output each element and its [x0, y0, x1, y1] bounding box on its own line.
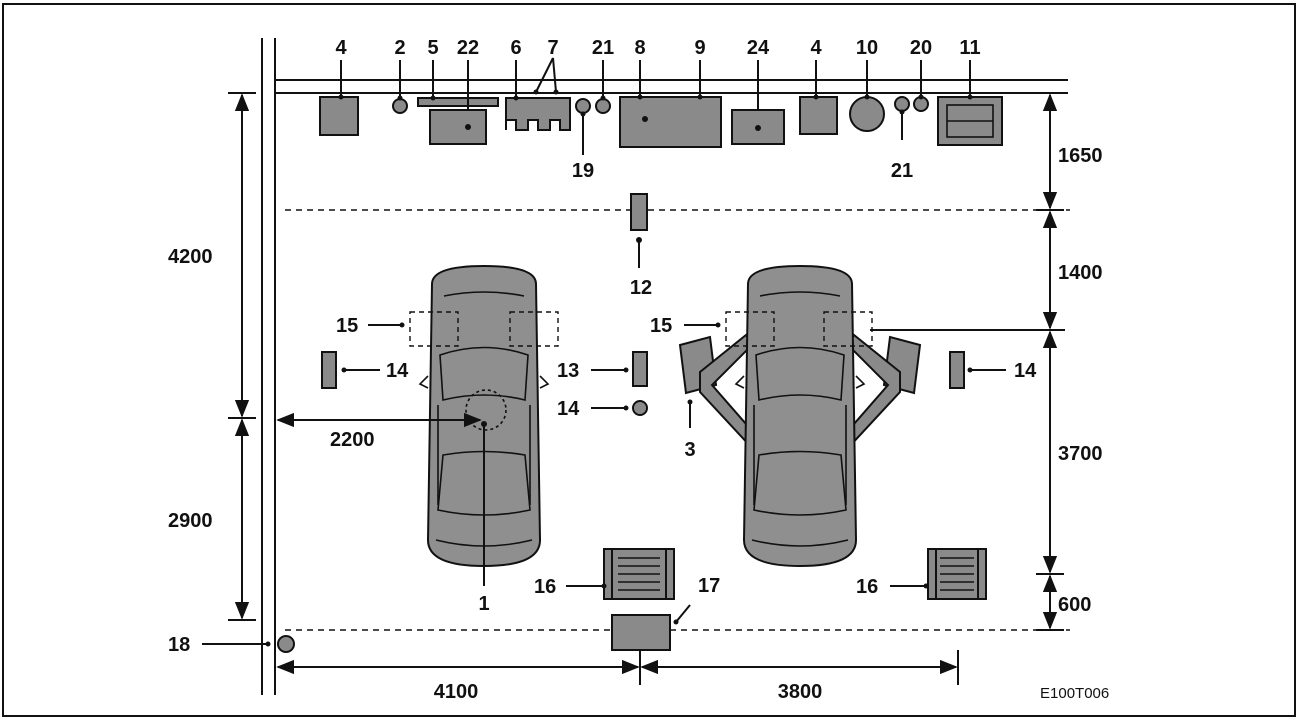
label-18: 18	[168, 634, 190, 656]
label-2: 2	[394, 37, 405, 59]
equipment-21-left	[595, 98, 611, 114]
equipment-10	[849, 96, 885, 132]
equipment-13	[632, 351, 648, 387]
equipment-17	[611, 614, 671, 651]
equipment-4-right	[799, 96, 838, 135]
equipment-14-left	[321, 351, 337, 389]
label-3: 3	[684, 439, 695, 461]
label-9: 9	[694, 37, 705, 59]
equipment-5	[417, 97, 499, 107]
label-17: 17	[698, 575, 720, 597]
label-4-left: 4	[335, 37, 347, 59]
label-5: 5	[427, 37, 438, 59]
equipment-8-9	[619, 96, 722, 148]
equipment-14-center	[632, 400, 648, 416]
label-20: 20	[910, 37, 932, 59]
dim-1400-label: 1400	[1058, 262, 1103, 284]
dim-2900-label: 2900	[168, 510, 213, 532]
drawing-frame	[2, 3, 1296, 717]
top-leaders	[340, 57, 971, 155]
label-14-right: 14	[1014, 360, 1037, 382]
equipment-6-7	[505, 97, 571, 131]
label-15-left: 15	[336, 315, 358, 337]
equipment-16-left	[603, 548, 675, 600]
label-1: 1	[478, 593, 489, 615]
label-4-right: 4	[810, 37, 822, 59]
dim-3700-label: 3700	[1058, 443, 1103, 465]
label-13: 13	[557, 360, 579, 382]
label-7: 7	[547, 37, 558, 59]
dim-4200-label: 4200	[168, 246, 213, 268]
label-12: 12	[630, 277, 652, 299]
label-6: 6	[510, 37, 521, 59]
dim-600-label: 600	[1058, 594, 1091, 616]
label-16-left: 16	[534, 576, 556, 598]
label-19: 19	[572, 160, 594, 182]
equipment-16-right	[927, 548, 987, 600]
equipment-21-right	[894, 96, 910, 112]
label-21-right: 21	[891, 160, 913, 182]
equipment-4-left	[319, 96, 359, 136]
label-22: 22	[457, 37, 479, 59]
label-16-right: 16	[856, 576, 878, 598]
equipment-22	[429, 109, 487, 145]
label-21-left: 21	[592, 37, 614, 59]
label-8: 8	[634, 37, 645, 59]
dim-3800-label: 3800	[778, 681, 823, 703]
label-10: 10	[856, 37, 878, 59]
label-14-center: 14	[557, 398, 580, 420]
equipment-12	[630, 193, 648, 231]
dim-2200-label: 2200	[330, 429, 375, 451]
dim-4100-label: 4100	[434, 681, 479, 703]
top-leader-dots	[338, 89, 973, 117]
dim-1650-label: 1650	[1058, 145, 1103, 167]
figure-code: E100T006	[1040, 685, 1109, 702]
car-right	[678, 264, 922, 568]
label-15-right: 15	[650, 315, 672, 337]
lift-pad-left-1	[409, 311, 459, 347]
equipment-2	[392, 98, 408, 114]
equipment-19	[575, 98, 591, 114]
label-14-left: 14	[386, 360, 409, 382]
equipment-14-right	[949, 351, 965, 389]
equipment-18	[277, 635, 295, 653]
lift-pad-right-2	[823, 311, 873, 347]
label-24: 24	[747, 37, 770, 59]
label-11: 11	[959, 37, 980, 59]
lift-pad-left-2	[509, 311, 559, 347]
lift-pad-right-1	[725, 311, 775, 347]
